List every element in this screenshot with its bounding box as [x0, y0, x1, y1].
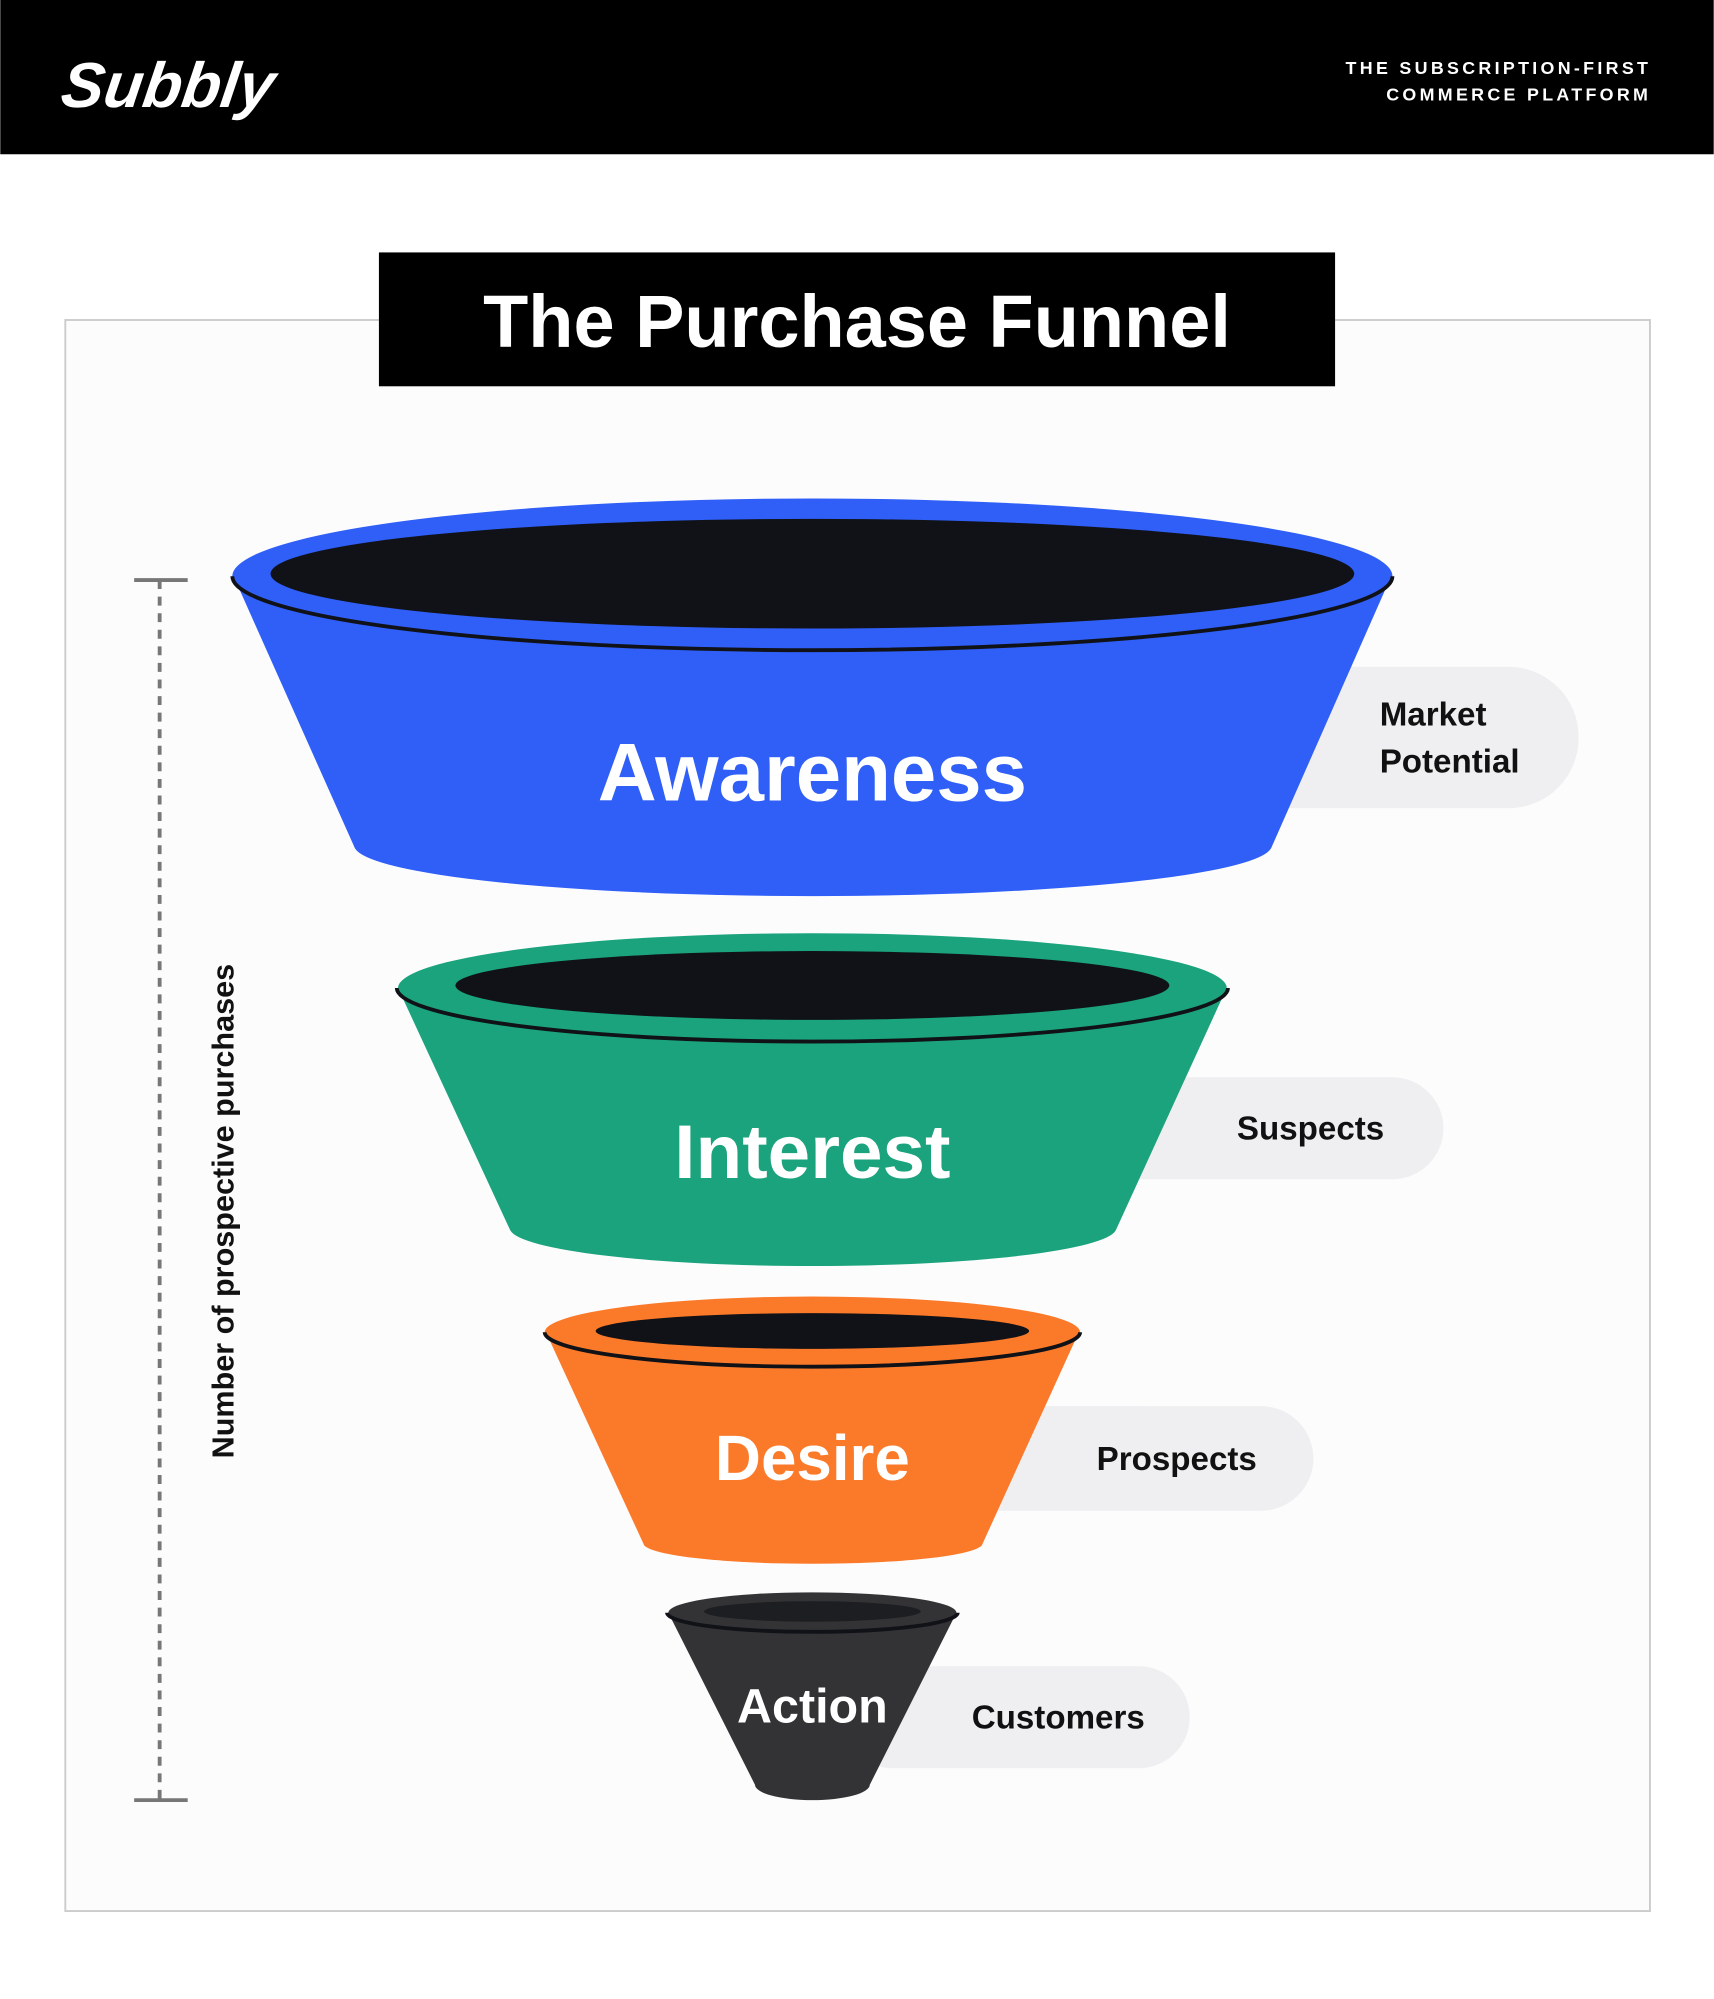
audience-label: Prospects: [1097, 1441, 1257, 1478]
audience-label: Suspects: [1237, 1111, 1384, 1148]
stage-label: Desire: [715, 1422, 910, 1494]
prospects-axis: [134, 578, 188, 1803]
stage-label: Interest: [674, 1110, 950, 1195]
title-box: [378, 252, 1336, 387]
funnel-stage-awareness: Awareness: [230, 498, 1395, 897]
tagline-line2: COMMERCE PLATFORM: [1386, 85, 1651, 105]
page-title: The Purchase Funnel: [483, 280, 1231, 363]
funnel-stage-action: Action: [665, 1592, 960, 1801]
audience-label: Potential: [1380, 744, 1520, 781]
audience-pill-customers: Customers: [841, 1666, 1190, 1769]
header-bar: [0, 0, 1714, 155]
funnel-stage-desire: Desire: [542, 1296, 1083, 1564]
axis-label: Number of prospective purchases: [207, 964, 241, 1458]
audience-label: Market: [1380, 696, 1487, 733]
stage-label: Action: [737, 1679, 888, 1733]
audience-pill-prospects: Prospects: [943, 1406, 1314, 1511]
tagline-line1: THE SUBSCRIPTION-FIRST: [1346, 58, 1652, 78]
stage-label: Awareness: [598, 728, 1027, 819]
subbly-logo[interactable]: Subbly: [57, 49, 283, 121]
audience-label: Customers: [972, 1700, 1145, 1737]
funnel-stage-interest: Interest: [394, 933, 1230, 1267]
